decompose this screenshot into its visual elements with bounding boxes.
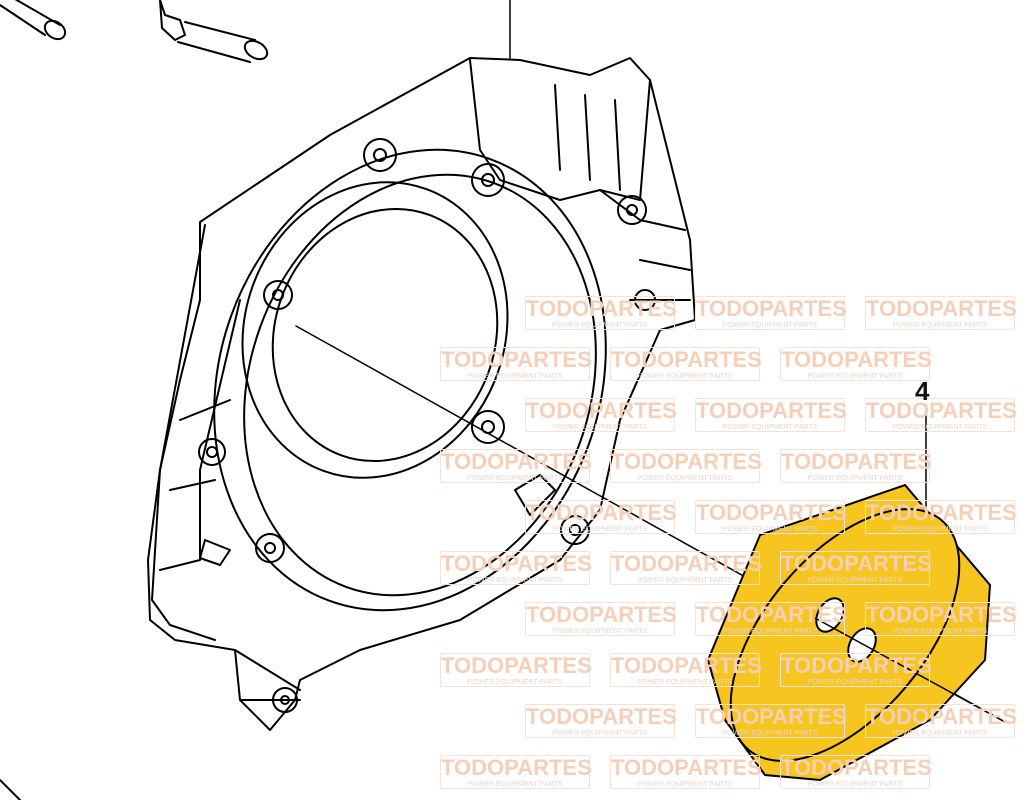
starter-housing	[147, 57, 696, 731]
callout-number-4: 4	[915, 376, 930, 406]
bolt-top	[159, 0, 269, 63]
cup-part-4	[706, 483, 1006, 782]
pin-left	[0, 0, 67, 41]
